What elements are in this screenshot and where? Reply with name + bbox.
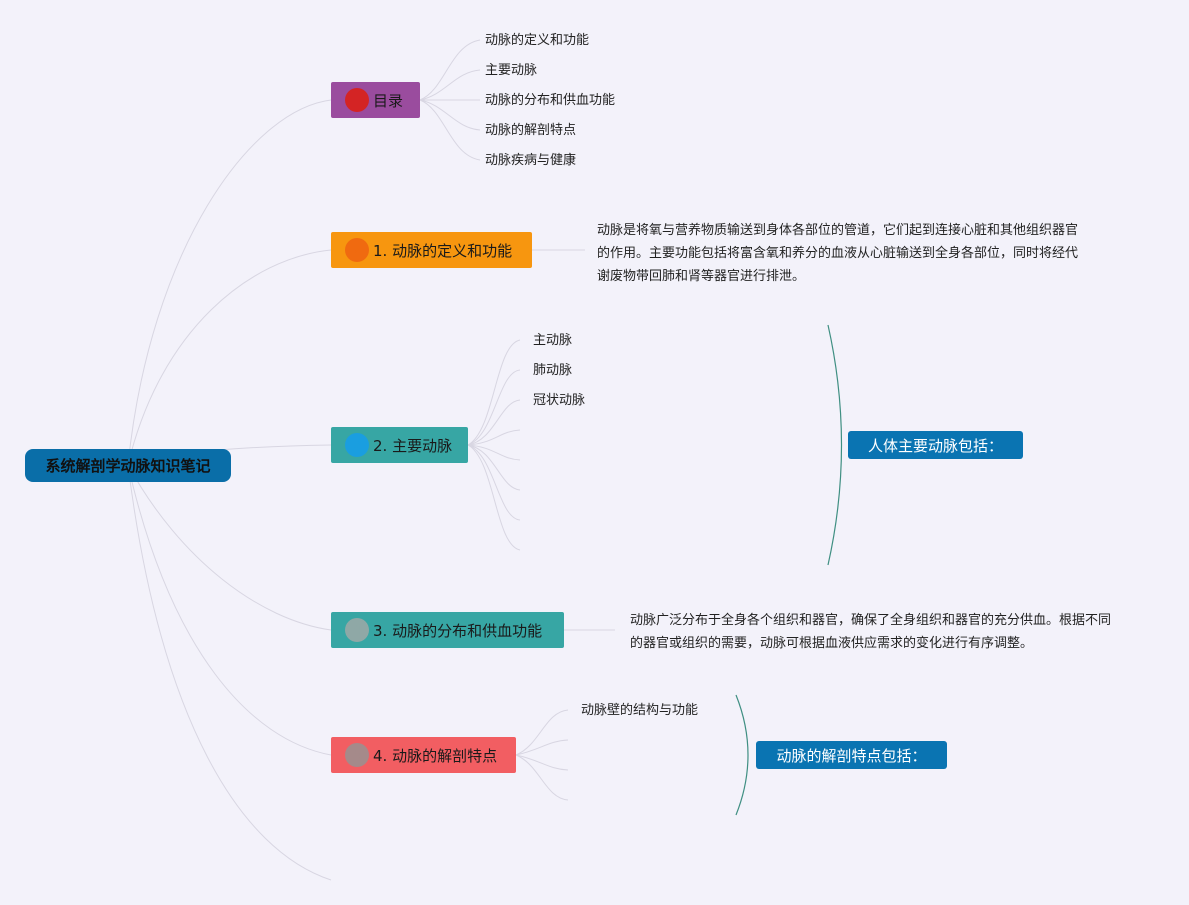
connector-root-topic-2 [127, 249, 332, 466]
connector-t3-leaf-2 [467, 369, 521, 446]
topic-label: 4. 动脉的解剖特点 [373, 746, 498, 765]
connector-t3-leaf-6 [467, 444, 521, 491]
summary-main-arteries[interactable]: 人体主要动脉包括： [848, 431, 1023, 459]
summary-label: 人体主要动脉包括： [867, 436, 1003, 455]
badge-icon-2: 2 [345, 238, 369, 262]
connector-t1-leaf-1 [419, 39, 481, 101]
leaf-toc-1[interactable]: 动脉的定义和功能 [485, 33, 590, 48]
brace-anatomy [735, 694, 749, 816]
topic-node-main-arteries[interactable]: 3 2. 主要动脉 [331, 427, 468, 463]
connector-t3-leaf-8 [467, 444, 521, 551]
summary-anatomy[interactable]: 动脉的解剖特点包括： [756, 741, 947, 769]
connector-t5-leaf-3 [515, 754, 569, 771]
root-label: 系统解剖学动脉知识笔记 [45, 457, 211, 475]
leaf-main-arteries-3[interactable]: 冠状动脉 [533, 393, 586, 408]
topic-label: 1. 动脉的定义和功能 [373, 241, 513, 260]
badge-icon-3: 3 [345, 433, 369, 457]
connector-t1-leaf-2 [419, 69, 481, 101]
topic-node-toc[interactable]: 1 目录 [331, 82, 420, 118]
topic-node-distribution[interactable]: 4 3. 动脉的分布和供血功能 [331, 612, 564, 648]
connector-root-topic-4 [127, 464, 332, 631]
leaf-main-arteries-1[interactable]: 主动脉 [533, 333, 573, 348]
topic-node-anatomy[interactable]: 5 4. 动脉的解剖特点 [331, 737, 516, 773]
connector-root-topic-1 [127, 99, 332, 466]
topic-node-definition[interactable]: 2 1. 动脉的定义和功能 [331, 232, 532, 268]
connector-root-topic-5 [127, 464, 332, 756]
topic-label: 3. 动脉的分布和供血功能 [373, 621, 543, 640]
connector-root-extra [127, 464, 332, 881]
connector-t3-leaf-5 [467, 444, 521, 461]
leaf-toc-5[interactable]: 动脉疾病与健康 [485, 153, 577, 168]
badge-icon-5: 5 [345, 743, 369, 767]
summary-label: 动脉的解剖特点包括： [776, 746, 927, 765]
connector-t3-leaf-3 [467, 399, 521, 446]
leaf-toc-4[interactable]: 动脉的解剖特点 [485, 123, 577, 138]
badge-icon-4: 4 [345, 618, 369, 642]
connector-t1-leaf-4 [419, 99, 481, 131]
root-node[interactable]: 系统解剖学动脉知识笔记 [25, 449, 231, 482]
connector-t5-leaf-4 [515, 754, 569, 801]
brace-main-arteries [827, 324, 843, 566]
connector-t3-leaf-4 [467, 429, 521, 446]
leaf-main-arteries-2[interactable]: 肺动脉 [533, 363, 573, 378]
note-distribution: 动脉广泛分布于全身各个组织和器官，确保了全身组织和器官的充分供血。根据不同的器官… [630, 613, 1112, 651]
topic-label: 目录 [373, 91, 404, 110]
leaf-anatomy-1[interactable]: 动脉壁的结构与功能 [581, 703, 699, 718]
badge-icon-1: 1 [345, 88, 369, 112]
leaf-toc-3[interactable]: 动脉的分布和供血功能 [485, 93, 616, 108]
connector-t5-leaf-2 [515, 739, 569, 756]
connector-t3-leaf-7 [467, 444, 521, 521]
note-definition: 动脉是将氧与营养物质输送到身体各部位的管道，它们起到连接心脏和其他组织器官的作用… [597, 223, 1079, 284]
connector-t5-leaf-1 [515, 709, 569, 756]
connector-t1-leaf-5 [419, 99, 481, 161]
leaf-toc-2[interactable]: 主要动脉 [485, 63, 538, 78]
topic-label: 2. 主要动脉 [373, 436, 453, 455]
connector-t3-leaf-1 [467, 339, 521, 446]
